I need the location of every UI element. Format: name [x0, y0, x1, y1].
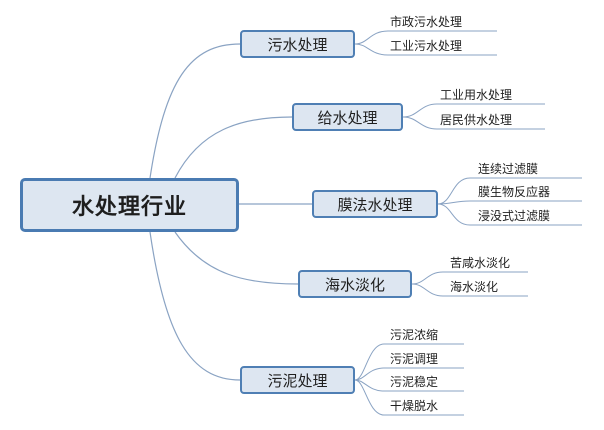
- leaf-sludge-conditioning: 污泥调理: [390, 352, 439, 366]
- leaf-municipal-sewage: 市政污水处理: [390, 15, 463, 29]
- leaf-connectors-branch-0: [354, 30, 497, 56]
- branch-node-membrane-treatment: 膜法水处理: [312, 190, 438, 218]
- branch-node-desalination: 海水淡化: [298, 270, 412, 298]
- connector-leaf-4-3: [354, 379, 464, 416]
- connector-leaf-4-0: [354, 343, 464, 381]
- connector-leaf-1-1: [402, 116, 545, 130]
- branch-label: 给水处理: [317, 108, 378, 127]
- branch-node-sewage-treatment: 污水处理: [240, 30, 355, 58]
- leaf-continuous-filtration-membrane: 连续过滤膜: [478, 162, 539, 176]
- leaf-industrial-water: 工业用水处理: [440, 88, 513, 102]
- branch-node-sludge-treatment: 污泥处理: [240, 366, 355, 394]
- connector-leaf-2-1: [437, 200, 582, 205]
- leaf-connectors-branch-4: [354, 343, 464, 416]
- connector-leaf-2-2: [437, 203, 582, 226]
- connector-leaf-4-2: [354, 379, 464, 392]
- root-node: 水处理行业: [20, 178, 239, 232]
- branch-label: 污泥处理: [267, 371, 328, 390]
- leaf-connectors-branch-2: [437, 177, 582, 226]
- leaf-sludge-thickening: 污泥浓缩: [390, 328, 439, 342]
- leaf-connectors-branch-1: [402, 103, 545, 130]
- connector-leaf-1-0: [402, 103, 545, 118]
- leaf-connectors-branch-3: [411, 271, 528, 297]
- leaf-residential-water: 居民供水处理: [440, 113, 513, 127]
- leaf-membrane-bioreactor: 膜生物反应器: [478, 185, 551, 199]
- connector-leaf-4-1: [354, 367, 464, 381]
- leaf-brackish-desalination: 苦咸水淡化: [450, 256, 511, 270]
- root-connectors: [149, 43, 312, 381]
- connector-leaf-3-0: [411, 271, 528, 285]
- connector-leaf-3-1: [411, 283, 528, 297]
- connector-root-branch-1: [174, 116, 293, 179]
- branch-label: 污水处理: [267, 35, 328, 54]
- connector-leaf-0-0: [354, 30, 497, 45]
- branch-label: 膜法水处理: [337, 195, 413, 214]
- connector-root-branch-3: [174, 231, 299, 285]
- connector-root-branch-0: [149, 43, 241, 179]
- leaf-submerged-filtration-membrane: 浸没式过滤膜: [478, 209, 551, 223]
- leaf-seawater-desalination: 海水淡化: [450, 280, 499, 294]
- leaf-industrial-sewage: 工业污水处理: [390, 39, 463, 53]
- connector-leaf-0-1: [354, 43, 497, 56]
- leaf-sludge-stabilization: 污泥稳定: [390, 375, 439, 389]
- root-label: 水处理行业: [71, 195, 187, 220]
- connector-leaf-2-0: [437, 177, 582, 205]
- connector-root-branch-4: [149, 231, 241, 381]
- branch-label: 海水淡化: [324, 275, 385, 294]
- leaf-drying-dewatering: 干燥脱水: [390, 399, 439, 413]
- branch-node-water-supply: 给水处理: [292, 103, 403, 131]
